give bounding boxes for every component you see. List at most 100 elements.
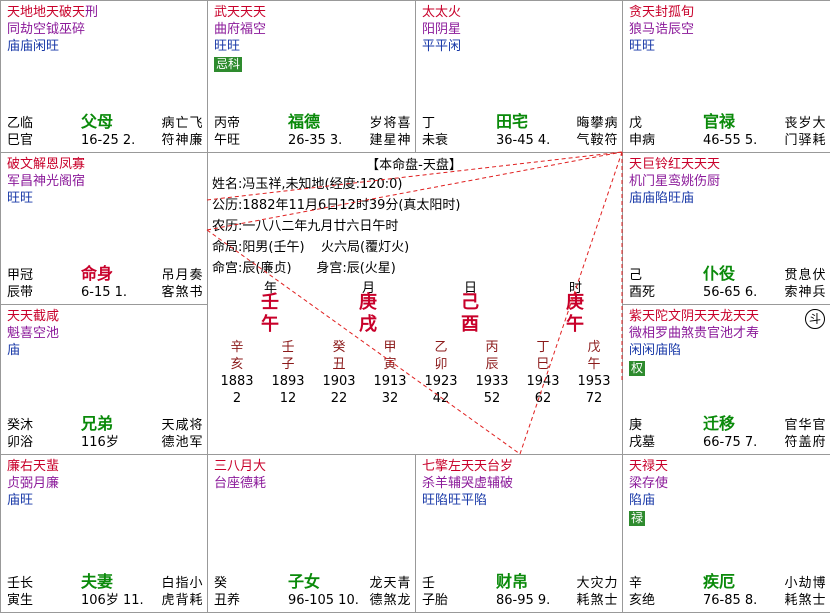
star-column: 擎羊陷 (435, 458, 448, 509)
star-char: 贵 (694, 326, 708, 341)
star-char: 诰 (655, 22, 669, 37)
star-char: 鸾 (668, 174, 682, 189)
birth-info-line: 姓名:冯玉祥,未知地(经度:120:0) (212, 177, 403, 192)
star-list: 破军旺文昌旺解神恩光凤阁寡宿 (7, 156, 85, 207)
palace-name[interactable]: 福德 (288, 112, 321, 131)
spirit-column: 青龙 (397, 575, 411, 609)
star-char: 庙 (629, 191, 643, 206)
star-char: 截 (33, 309, 47, 324)
star-column: 天喜 (20, 308, 33, 359)
dayun-branch: 亥 (230, 357, 244, 372)
decade-range: 76-85 8. (703, 593, 758, 608)
dayun-branch: 午 (587, 357, 601, 372)
star-column: 天空 (253, 4, 266, 55)
decade-range: 106岁 11. (81, 593, 144, 608)
star-char: 阳 (422, 22, 436, 37)
star-char: 阁 (59, 174, 73, 189)
spirit-char: 耗 (784, 593, 798, 608)
palace-name[interactable]: 仆役 (703, 264, 736, 283)
star-column: 太阴平 (435, 4, 448, 55)
star-char: 破 (7, 157, 21, 172)
spirit-char: 咸 (175, 418, 189, 433)
palace-name[interactable]: 父母 (81, 112, 114, 131)
star-column: 破巫 (59, 4, 72, 55)
spirit-char: 气 (576, 133, 590, 148)
star-column: 破军旺 (7, 156, 20, 207)
dayun-stem: 乙 (434, 340, 448, 355)
palace-name[interactable]: 田宅 (496, 112, 529, 131)
spirit-char: 神 (397, 133, 411, 148)
star-char: 蜚 (46, 459, 60, 474)
palace-name[interactable]: 疾厄 (703, 572, 736, 591)
star-char: 闲 (629, 343, 643, 358)
dayun-age: 72 (585, 391, 603, 406)
star-char: 红 (668, 157, 682, 172)
decade-range: 66-75 7. (703, 435, 758, 450)
palace-name[interactable]: 财帛 (496, 572, 529, 591)
star-char: 庙 (20, 39, 34, 54)
spirit-column: 病符 (161, 115, 175, 149)
spirit-char: 贯 (784, 268, 798, 283)
pillar-branch: 午 (566, 314, 584, 335)
palace-name[interactable]: 命身 (81, 264, 114, 283)
dayun-stem: 戊 (587, 340, 601, 355)
spirit-column: 病符 (604, 115, 618, 149)
palace-name[interactable]: 夫妻 (81, 572, 114, 591)
star-char: 姚 (681, 174, 695, 189)
palace-name[interactable]: 迁移 (703, 414, 736, 433)
star-char: 天 (46, 5, 60, 20)
spirit-char: 符 (784, 435, 798, 450)
spirit-char: 书 (189, 285, 203, 300)
star-char: 庙 (7, 39, 21, 54)
branch: 寅 (7, 593, 21, 608)
star-char: 天 (746, 309, 760, 324)
palace-name[interactable]: 官禄 (703, 112, 736, 131)
spirit-char: 星 (383, 133, 397, 148)
spirit-column: 灾煞 (590, 575, 604, 609)
spirit-char: 月 (175, 268, 189, 283)
changsheng: 墓 (642, 435, 656, 450)
stem-branch: 庚戌墓 (629, 417, 655, 451)
stem: 乙 (7, 116, 21, 131)
star-char: 陷 (629, 493, 643, 508)
star-char: 旺 (20, 191, 34, 206)
palace-name[interactable]: 子女 (288, 572, 321, 591)
spirit-char: 丧 (784, 116, 798, 131)
spirit-list: 晦气攀鞍病符 (576, 115, 618, 149)
spirit-column: 官府 (812, 417, 826, 451)
star-char: 梁 (629, 476, 643, 491)
star-char: 平 (461, 493, 475, 508)
star-list: 贪狼旺天马旺封诰孤辰旬空 (629, 4, 694, 55)
changsheng: 长 (20, 576, 34, 591)
star-char: 天 (461, 459, 475, 474)
changsheng: 养 (227, 593, 241, 608)
spirit-column: 博士 (812, 575, 826, 609)
branch: 未 (422, 133, 436, 148)
star-char: 天 (7, 309, 21, 324)
star-char: 太 (435, 5, 449, 20)
star-char: 闲 (33, 39, 47, 54)
decade-range: 96-105 10. (288, 593, 359, 608)
star-char: 魁 (7, 326, 21, 341)
dayun-age: 12 (279, 391, 297, 406)
spirit-char: 客 (161, 285, 175, 300)
star-column: 台辅 (487, 458, 500, 509)
star-char: 喜 (20, 326, 34, 341)
palace-name[interactable]: 兄弟 (81, 414, 114, 433)
star-column: 天才 (733, 308, 746, 359)
star-char: 同 (7, 22, 21, 37)
star-char: 陀 (655, 309, 669, 324)
